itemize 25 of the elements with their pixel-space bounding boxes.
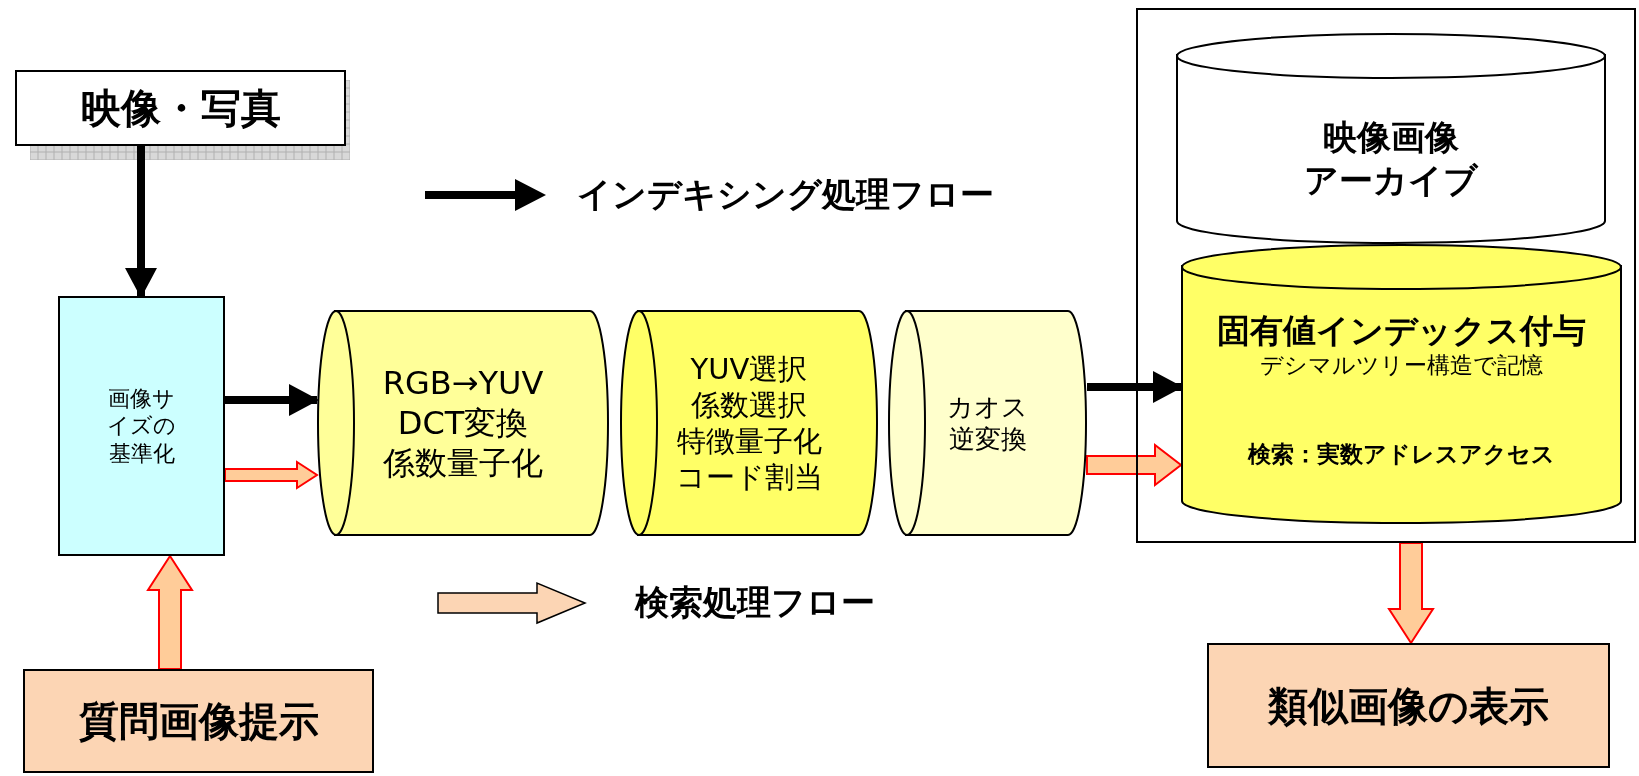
node-text: RGB→YUV DCT変換係数量子化 [382, 363, 544, 483]
arrow [224, 460, 319, 490]
node-text: 質問画像提示 [78, 697, 319, 746]
process-box [15, 70, 346, 146]
frame-box [1136, 8, 1636, 543]
arrow [146, 554, 194, 670]
legend-text: 検索処理フロー [635, 581, 875, 624]
node-text: 類似画像の表示 [1268, 681, 1549, 731]
legend-text: インデキシング処理フロー [577, 173, 994, 216]
arrow [225, 384, 319, 416]
node-text: 検索：実数アドレスアクセス [1248, 439, 1555, 469]
arrow [1387, 542, 1435, 645]
node-text: カオス逆変換 [947, 390, 1028, 456]
arrow [1086, 442, 1183, 488]
arrow [125, 146, 157, 298]
node-text: 固有値インデックス付与 [1217, 309, 1586, 351]
node-text: 画像サイズの基準化 [107, 384, 176, 468]
arrow [1087, 371, 1183, 403]
process-box [58, 296, 225, 556]
node-text: YUV選択係数選択特徴量子化コード割当 [675, 350, 823, 496]
process-box [23, 669, 374, 773]
node-text: 映像・写真 [80, 84, 281, 133]
node-text: 映像画像アーカイブ [1304, 116, 1478, 201]
node-text: デシマルツリー構造で記憶 [1260, 350, 1543, 380]
process-box [1207, 643, 1610, 768]
